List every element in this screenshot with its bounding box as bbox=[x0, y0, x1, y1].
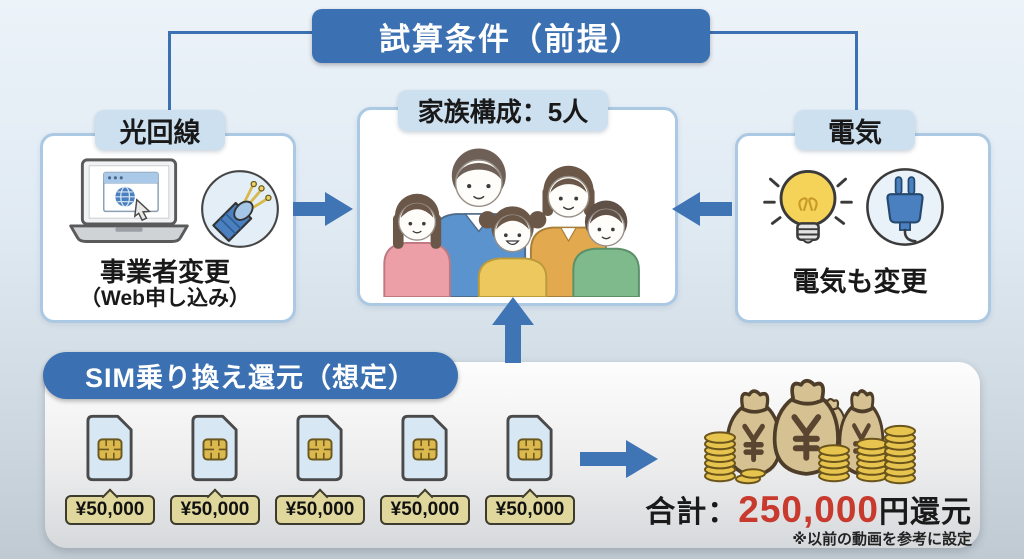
total-amount: 250,000 bbox=[738, 489, 879, 530]
arrow-right-icon bbox=[580, 440, 658, 478]
fiber-card-label: 光回線 bbox=[95, 110, 225, 150]
rebate-amount-tag: ¥50,000 bbox=[484, 495, 576, 525]
electric-caption: 電気も変更 bbox=[792, 267, 928, 297]
rebate-amount-tag: ¥50,000 bbox=[64, 495, 156, 525]
fiber-subcaption: （Web申し込み） bbox=[80, 287, 250, 310]
total-unit: 円還元 bbox=[879, 496, 972, 529]
electric-card-label: 電気 bbox=[795, 110, 915, 150]
total-line: 合計：250,000円還元 bbox=[590, 487, 972, 531]
fiber-caption: 事業者変更 bbox=[99, 257, 230, 287]
sim-card-icon bbox=[296, 414, 343, 482]
laptop-icon bbox=[69, 158, 189, 243]
money-bags-icon bbox=[704, 378, 916, 485]
total-label: 合計： bbox=[645, 496, 739, 529]
sim-rebate-item: ¥50,000 bbox=[373, 414, 477, 525]
sim-card-icon bbox=[191, 414, 238, 482]
sim-section-title: SIM乗り換え還元（想定） bbox=[43, 352, 458, 399]
son-figure bbox=[572, 200, 640, 297]
sim-rebate-item: ¥50,000 bbox=[163, 414, 267, 525]
daughter-left-figure bbox=[383, 193, 451, 297]
rebate-amount-tag: ¥50,000 bbox=[379, 495, 471, 525]
sim-card-icon bbox=[506, 414, 553, 482]
sim-card-icon bbox=[86, 414, 133, 482]
arrow-up-icon bbox=[492, 297, 534, 363]
coin-stacks bbox=[704, 424, 916, 485]
sim-rebate-item: ¥50,000 bbox=[268, 414, 372, 525]
connector-line bbox=[708, 31, 858, 34]
fiber-cable-icon bbox=[201, 170, 279, 248]
sim-rebate-item: ¥50,000 bbox=[58, 414, 162, 525]
power-plug-icon bbox=[866, 168, 944, 246]
rebate-amount-tag: ¥50,000 bbox=[169, 495, 261, 525]
family-illustration bbox=[383, 148, 640, 297]
connector-line bbox=[168, 31, 171, 114]
sim-card-icon bbox=[401, 414, 448, 482]
family-card-label: 家族構成：5人 bbox=[398, 90, 608, 131]
rebate-amount-tag: ¥50,000 bbox=[274, 495, 366, 525]
arrow-left-icon bbox=[672, 192, 732, 226]
connector-line bbox=[855, 31, 858, 114]
connector-line bbox=[168, 31, 314, 34]
page-title: 試算条件（前提） bbox=[312, 9, 710, 63]
sim-rebate-item: ¥50,000 bbox=[478, 414, 582, 525]
daughter-center-figure bbox=[477, 206, 548, 297]
lightbulb-icon bbox=[763, 169, 853, 244]
electric-card bbox=[735, 133, 991, 323]
arrow-right-icon bbox=[293, 192, 353, 226]
footnote: ※以前の動画を参考に設定 bbox=[792, 531, 972, 548]
